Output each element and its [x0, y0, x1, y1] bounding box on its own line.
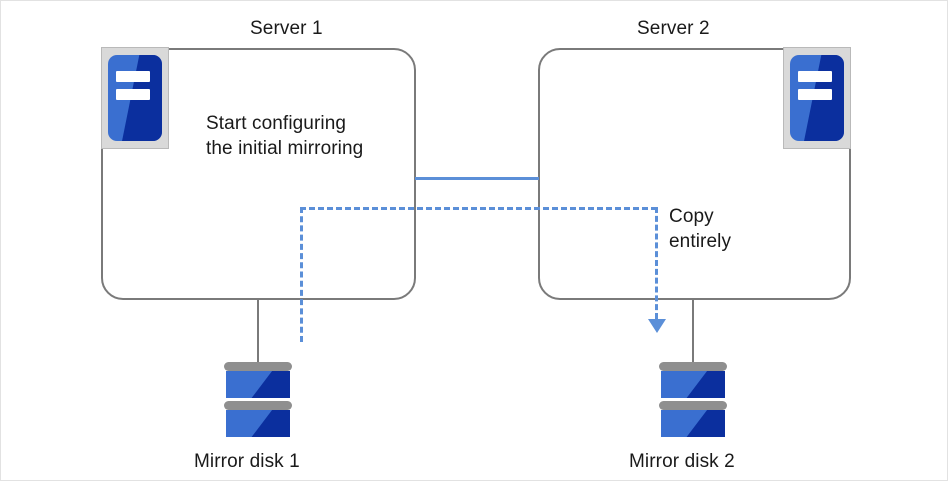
disk-icon — [224, 362, 292, 438]
disk-body-shade — [251, 410, 290, 437]
disk-icon — [659, 362, 727, 438]
copy-label-line2: entirely — [669, 231, 732, 252]
server-icon-bar-top — [798, 71, 832, 82]
server-icon-chip — [108, 55, 162, 141]
disk-body-bottom — [226, 410, 290, 437]
arrow-down-icon — [648, 319, 666, 333]
disk-body-top — [661, 371, 725, 398]
copy-path-segment-right — [655, 207, 658, 319]
disk-body-shade — [686, 410, 725, 437]
copy-path-segment-top — [300, 207, 657, 210]
server1-title: Server 1 — [250, 18, 323, 39]
disk2-label: Mirror disk 2 — [629, 451, 735, 472]
disk-body-shade — [686, 371, 725, 398]
server1-text-line2: the initial mirroring — [206, 138, 364, 159]
server-icon-bar-bottom — [798, 89, 832, 100]
server-icon-chip — [790, 55, 844, 141]
disk-cap-top — [224, 362, 292, 371]
copy-path-segment-left — [300, 207, 303, 342]
server-icon-bar-bottom — [116, 89, 150, 100]
server-icon — [783, 47, 851, 149]
server1-disk-connector — [257, 300, 260, 362]
disk-body-shade — [251, 371, 290, 398]
server-icon-bar-top — [116, 71, 150, 82]
server1-text-line1: Start configuring — [206, 113, 347, 134]
disk-body-bottom — [661, 410, 725, 437]
server2-disk-connector — [692, 300, 695, 362]
disk-cap-bottom — [224, 401, 292, 410]
disk1-label: Mirror disk 1 — [194, 451, 300, 472]
server-icon — [101, 47, 169, 149]
disk-cap-top — [659, 362, 727, 371]
server2-title: Server 2 — [637, 18, 710, 39]
mirror-link-line — [415, 177, 539, 180]
disk-body-top — [226, 371, 290, 398]
copy-label-line1: Copy — [669, 206, 714, 227]
disk-cap-bottom — [659, 401, 727, 410]
